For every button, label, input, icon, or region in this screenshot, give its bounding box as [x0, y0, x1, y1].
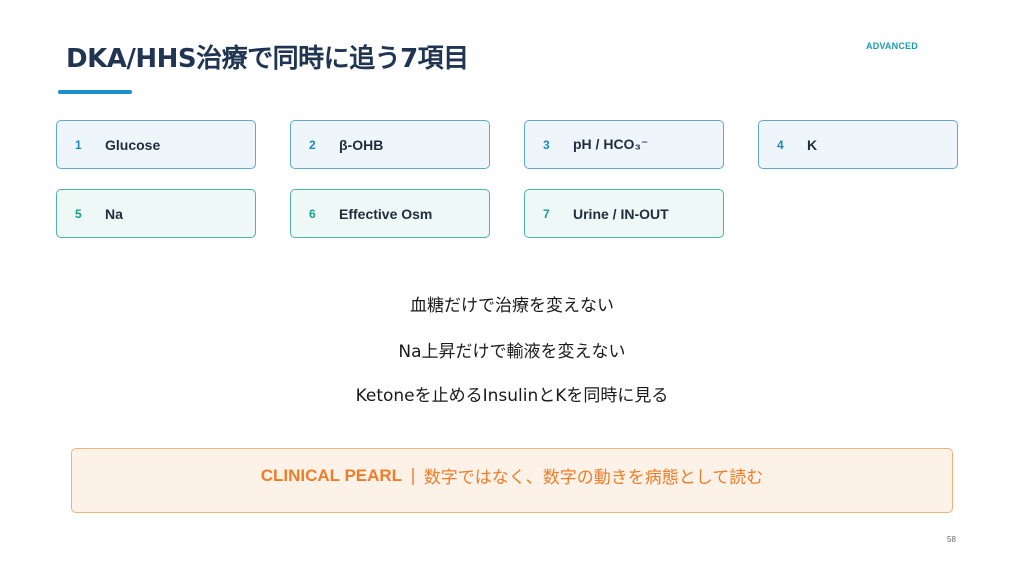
- level-badge: ADVANCED: [866, 41, 918, 51]
- page-number: 58: [947, 535, 956, 544]
- title-underline: [58, 90, 132, 94]
- statement-ketone: Ketoneを止めるInsulinとKを同時に見る: [355, 386, 669, 406]
- item-number: 7: [543, 206, 550, 221]
- item-card-k: 4 K: [758, 120, 958, 169]
- item-number: 3: [543, 137, 550, 152]
- pearl-label: CLINICAL PEARL: [260, 465, 403, 485]
- item-number: 5: [75, 206, 82, 221]
- item-number: 4: [777, 137, 784, 152]
- item-label: K: [807, 136, 818, 153]
- item-label: Na: [105, 205, 123, 222]
- item-card-ph-hco3: 3 pH / HCO₃⁻: [524, 120, 724, 169]
- item-label: Effective Osm: [339, 205, 433, 222]
- item-card-urine-in-out: 7 Urine / IN-OUT: [524, 189, 724, 238]
- item-label: β-OHB: [339, 136, 384, 153]
- statement-glucose: 血糖だけで治療を変えない: [410, 296, 614, 316]
- slide-title: DKA/HHS治療で同時に追う7項目: [66, 44, 469, 74]
- statement-na: Na上昇だけで輸液を変えない: [398, 342, 626, 362]
- item-card-na: 5 Na: [56, 189, 256, 238]
- item-card-bohb: 2 β-OHB: [290, 120, 490, 169]
- item-label: pH / HCO₃⁻: [573, 136, 649, 152]
- item-number: 1: [75, 137, 82, 152]
- item-card-glucose: 1 Glucose: [56, 120, 256, 169]
- item-label: Urine / IN-OUT: [573, 205, 669, 222]
- item-label: Glucose: [105, 136, 161, 153]
- pearl-text: 数字ではなく、数字の動きを病態として読む: [423, 468, 764, 488]
- clinical-pearl-box: CLINICAL PEARL | 数字ではなく、数字の動きを病態として読む: [71, 448, 953, 513]
- pearl-separator: |: [410, 465, 416, 486]
- item-number: 2: [309, 137, 316, 152]
- item-number: 6: [309, 206, 316, 221]
- item-card-effective-osm: 6 Effective Osm: [290, 189, 490, 238]
